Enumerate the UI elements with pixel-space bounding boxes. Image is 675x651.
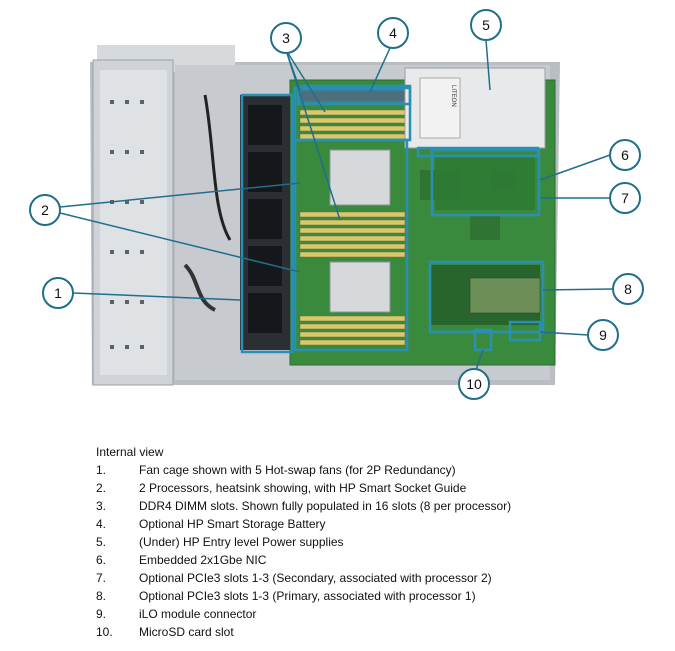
legend-item-text: Optional PCIe3 slots 1-3 (Secondary, ass… <box>139 571 492 585</box>
legend-item: 1. Fan cage shown with 5 Hot-swap fans (f… <box>96 461 656 479</box>
legend-item-text: iLO module connector <box>139 607 257 621</box>
callout-10: 10 <box>458 368 490 400</box>
pcie-riser-secondary <box>435 155 535 210</box>
highlight-pcie-secondary <box>430 148 541 217</box>
highlight-processors <box>293 138 409 352</box>
legend-item-number: 5. <box>96 535 107 549</box>
highlight-pcie-primary <box>428 260 545 334</box>
highlight-ilo <box>508 320 542 342</box>
legend-item: 5. (Under) HP Entry level Power supplies <box>96 533 656 551</box>
legend-list: 1. Fan cage shown with 5 Hot-swap fans (f… <box>96 461 656 641</box>
svg-text:1: 1 <box>54 285 62 301</box>
legend-item: 6. Embedded 2x1Gbe NIC <box>96 551 656 569</box>
heatsink-processor-2 <box>329 261 391 313</box>
legend-item: 10. MicroSD card slot <box>96 623 656 641</box>
legend-item-number: 7. <box>96 571 107 585</box>
highlight-boxes <box>240 84 545 354</box>
legend-item-number: 3. <box>96 499 107 513</box>
callout-4: 4 <box>377 17 409 49</box>
svg-text:2: 2 <box>41 202 49 218</box>
legend-item-text: DDR4 DIMM slots. Shown fully populated i… <box>139 499 512 513</box>
legend-item-text: Optional HP Smart Storage Battery <box>139 517 326 531</box>
callout-2: 2 <box>29 194 61 226</box>
svg-text:4: 4 <box>389 25 397 41</box>
leader-lines <box>59 39 613 371</box>
legend-item-number: 8. <box>96 589 107 603</box>
callout-7: 7 <box>609 182 641 214</box>
legend-item-number: 2. <box>96 481 107 495</box>
legend-item-text: 2 Processors, heatsink showing, with HP … <box>139 481 467 495</box>
legend: Internal view 1. Fan cage shown with 5 Ho… <box>96 443 656 641</box>
callouts: 1 2 3 4 5 6 7 8 <box>29 9 644 400</box>
legend-item: 8. Optional PCIe3 slots 1-3 (Primary, ass… <box>96 587 656 605</box>
power-supply: LITEON <box>404 67 546 149</box>
svg-text:5: 5 <box>482 17 490 33</box>
legend-item-number: 9. <box>96 607 107 621</box>
psu-brand-label: LITEON <box>450 85 456 107</box>
highlight-fan-cage <box>240 93 294 354</box>
legend-item-text: Fan cage shown with 5 Hot-swap fans (for… <box>139 463 456 477</box>
svg-text:7: 7 <box>621 190 629 206</box>
legend-item-text: (Under) HP Entry level Power supplies <box>139 535 344 549</box>
callout-9: 9 <box>587 319 619 351</box>
svg-text:3: 3 <box>282 30 290 46</box>
legend-heading: Internal view <box>96 445 164 459</box>
legend-item: 2. 2 Processors, heatsink showing, with H… <box>96 479 656 497</box>
heatsink-processor-1 <box>329 149 391 206</box>
legend-item: 7. Optional PCIe3 slots 1-3 (Secondary, a… <box>96 569 656 587</box>
legend-item-number: 1. <box>96 463 107 477</box>
callout-6: 6 <box>609 139 641 171</box>
legend-item: 4. Optional HP Smart Storage Battery <box>96 515 656 533</box>
svg-text:9: 9 <box>599 327 607 343</box>
smart-storage-battery <box>299 89 409 103</box>
legend-item-number: 6. <box>96 553 107 567</box>
legend-item: 9. iLO module connector <box>96 605 656 623</box>
dimm-slots <box>299 109 406 346</box>
legend-item-text: Embedded 2x1Gbe NIC <box>139 553 267 567</box>
fan-cage <box>240 95 290 350</box>
legend-item: 3. DDR4 DIMM slots. Shown fully populated… <box>96 497 656 515</box>
legend-item-number: 4. <box>96 517 107 531</box>
callout-5: 5 <box>470 9 502 41</box>
callout-8: 8 <box>612 273 644 305</box>
legend-item-number: 10. <box>96 625 113 639</box>
server-internal-diagram: LITEON 1 <box>29 9 644 400</box>
callout-3: 3 <box>270 22 302 54</box>
svg-text:8: 8 <box>624 281 632 297</box>
highlight-battery <box>296 84 412 106</box>
callout-1: 1 <box>42 277 74 309</box>
svg-text:6: 6 <box>621 147 629 163</box>
svg-text:10: 10 <box>466 376 482 392</box>
legend-item-text: MicroSD card slot <box>139 625 234 639</box>
legend-item-text: Optional PCIe3 slots 1-3 (Primary, assoc… <box>139 589 476 603</box>
